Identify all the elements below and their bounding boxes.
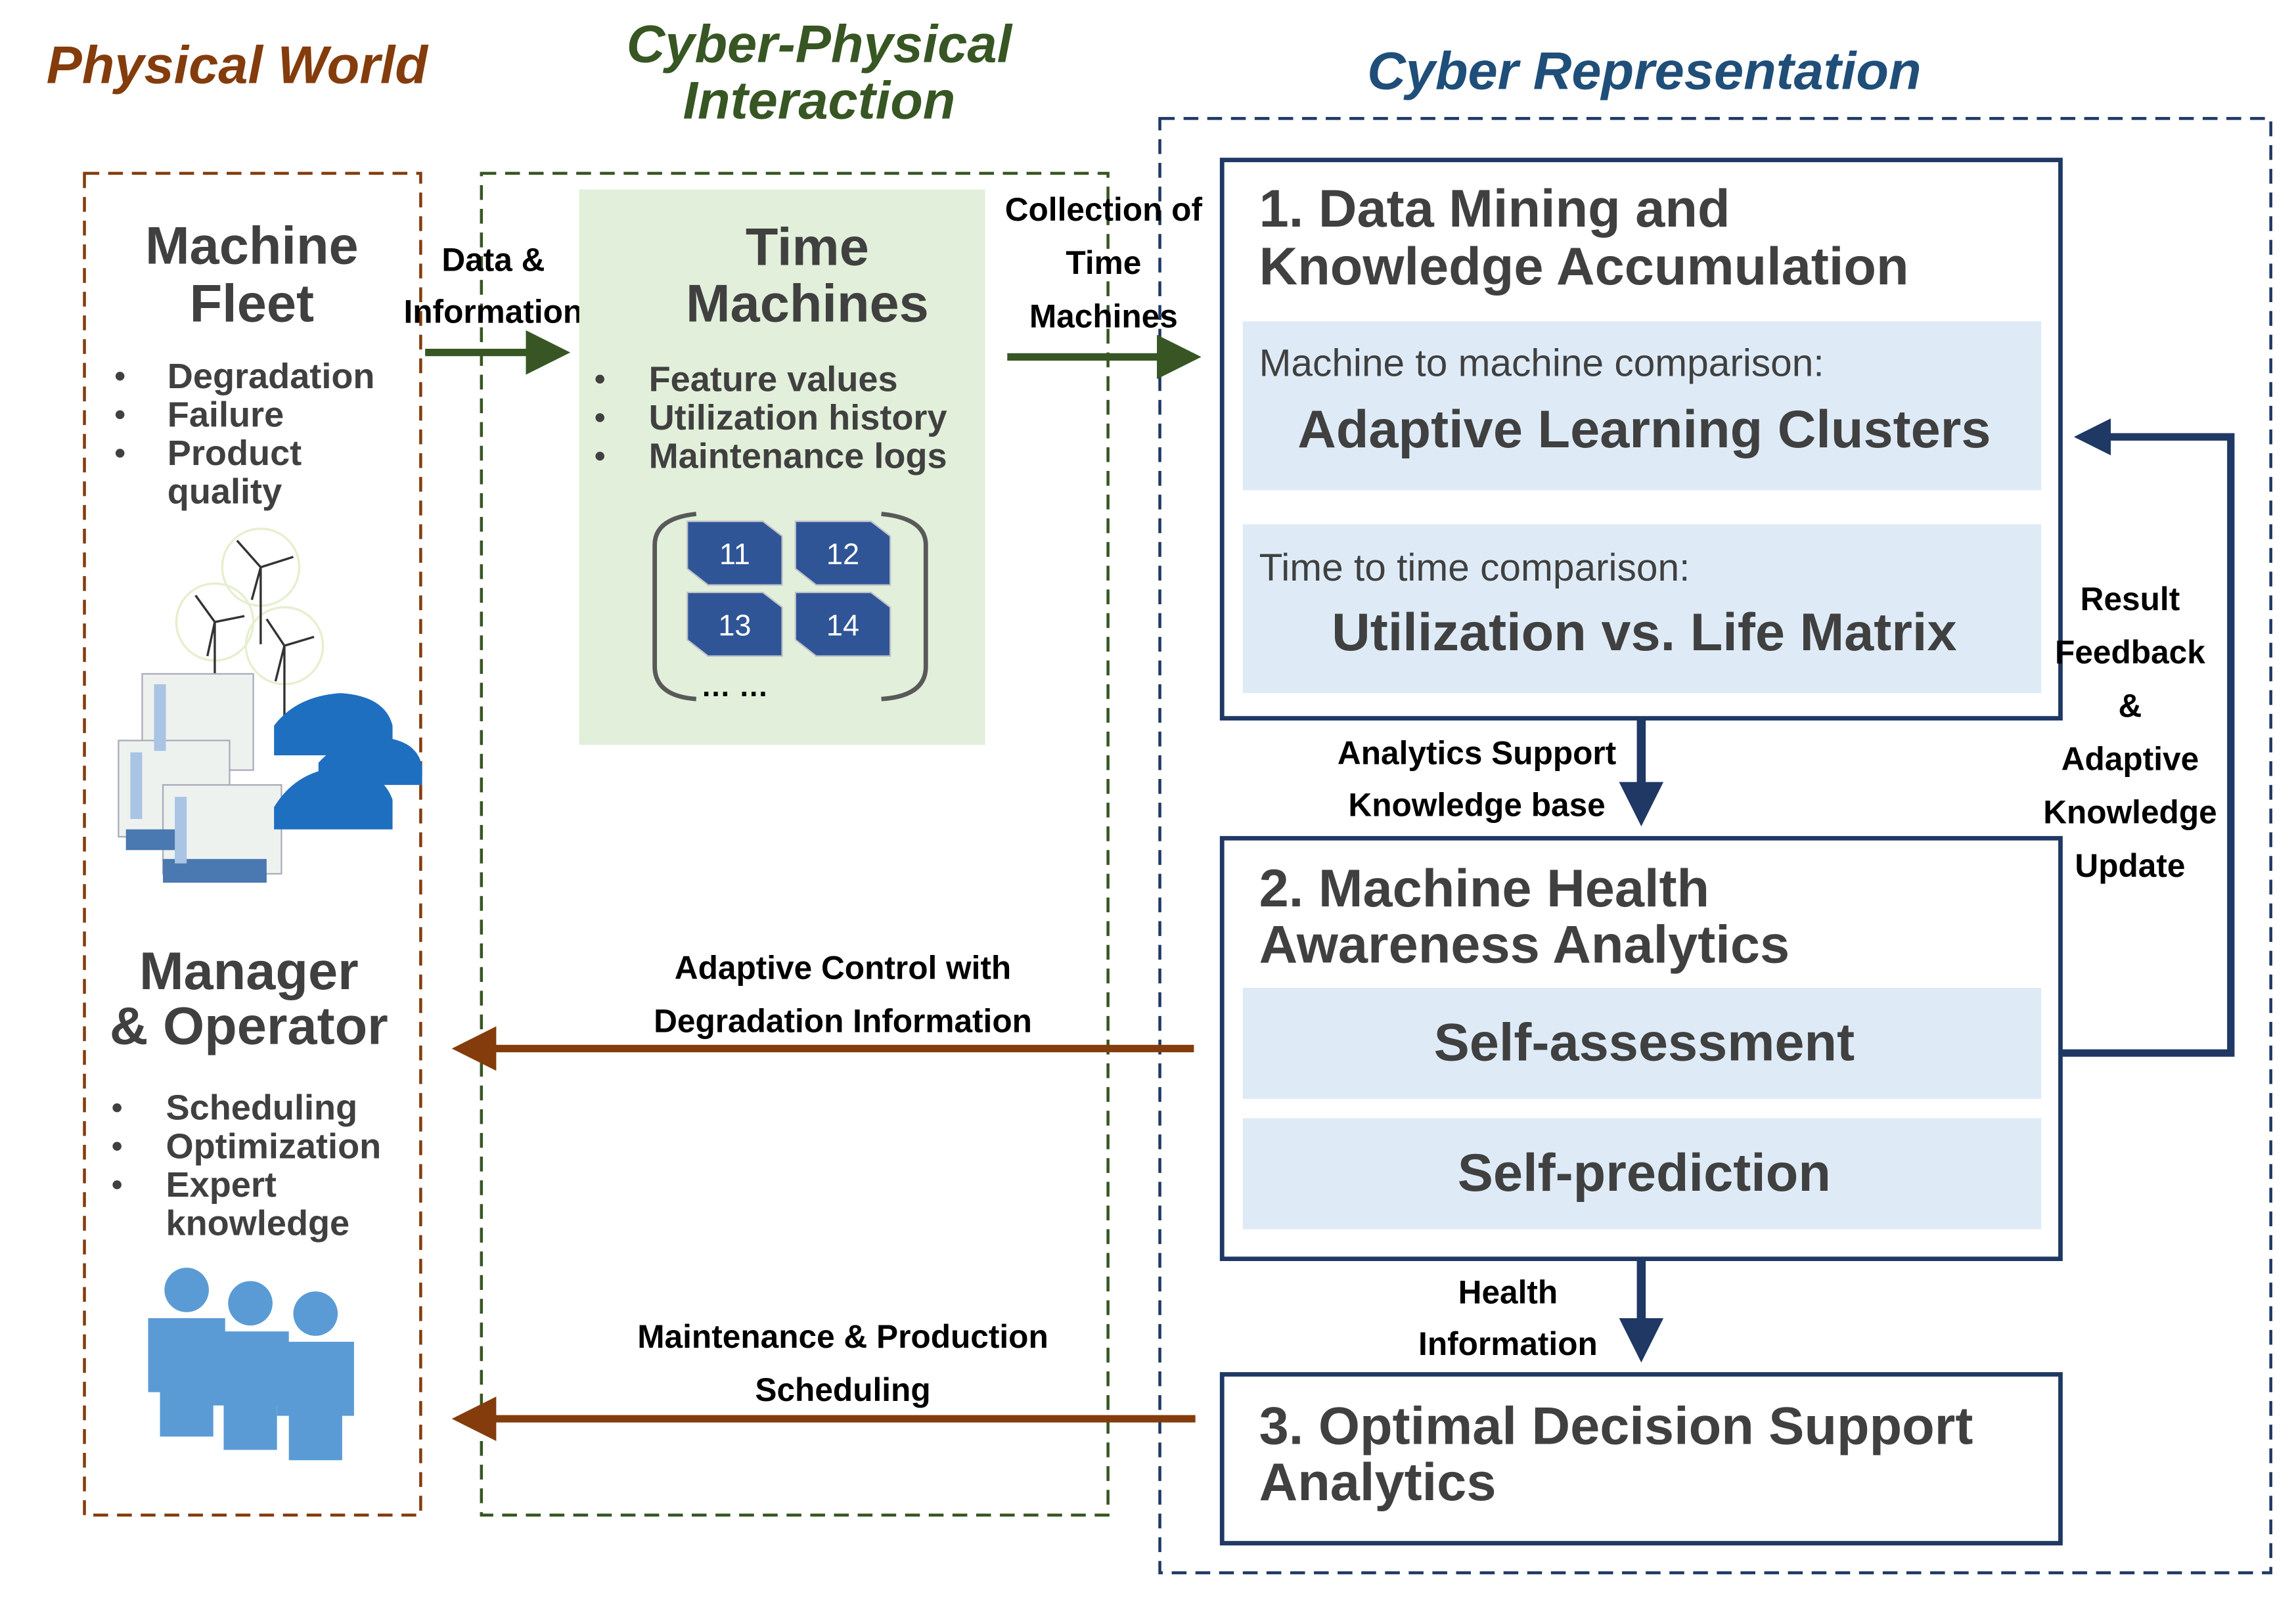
self-prediction: Self-prediction	[1458, 1143, 1831, 1203]
feedback-label-line: Feedback	[2055, 634, 2205, 671]
cyber-representation-region	[1158, 117, 2272, 1574]
m2m-panel	[1242, 321, 2042, 491]
machine-fleet-title-2: Fleet	[190, 274, 314, 333]
machines-windturbines-cars-icon	[118, 527, 422, 883]
fleet-bullet: quality	[168, 472, 282, 512]
tile-label: 14	[826, 608, 859, 642]
time-machines-bullets: Feature values Utilization history Maint…	[595, 359, 947, 476]
feedback-label-line: &	[2119, 687, 2142, 724]
t2t-value: Utilization vs. Life Matrix	[1332, 603, 1957, 662]
time-machines-title-1: Time	[746, 218, 869, 277]
collection-label-3: Machines	[1029, 298, 1178, 334]
feedback-label-line: Result	[2081, 581, 2180, 617]
manager-title-1: Manager	[139, 942, 359, 1001]
box2-title-1: 2. Machine Health	[1259, 859, 1710, 918]
manager-bullets: Scheduling Optimization Expert knowledge	[112, 1088, 381, 1243]
t2t-label: Time to time comparison:	[1259, 546, 1690, 589]
self-assessment-panel	[1242, 987, 2042, 1099]
health-label-1: Health	[1458, 1274, 1558, 1310]
adaptive-control-label-1: Adaptive Control with	[675, 949, 1011, 986]
tile	[794, 520, 891, 586]
fleet-bullet: Degradation	[168, 357, 375, 396]
maintenance-label-1: Maintenance & Production	[637, 1318, 1048, 1355]
fleet-bullet: Failure	[168, 395, 284, 434]
manager-bullet: Expert	[166, 1165, 277, 1205]
self-prediction-panel	[1242, 1118, 2042, 1230]
manager-bullet: knowledge	[166, 1204, 350, 1243]
tile-label: 13	[718, 608, 751, 642]
analytics-label-1: Analytics Support	[1338, 735, 1616, 772]
feedback-label-line: Knowledge	[2043, 794, 2217, 831]
cyber-representation-title: Cyber Representation	[1367, 41, 1921, 100]
m2m-value: Adaptive Learning Clusters	[1297, 400, 1991, 459]
health-label-2: Information	[1418, 1325, 1598, 1362]
self-assessment: Self-assessment	[1434, 1013, 1855, 1072]
feedback-label-line: Update	[2075, 847, 2185, 884]
manager-title-2: & Operator	[110, 997, 388, 1056]
machine-fleet-title-1: Machine	[145, 216, 359, 275]
tile-label: 11	[719, 537, 750, 571]
tile	[687, 520, 783, 586]
ellipsis: … …	[701, 669, 769, 703]
manager-bullet: Optimization	[166, 1126, 382, 1166]
collection-label-1: Collection of	[1005, 191, 1203, 228]
analytics-label-2: Knowledge base	[1348, 786, 1605, 823]
physical-world-region	[83, 171, 422, 1517]
adaptive-control-label-2: Degradation Information	[654, 1003, 1032, 1040]
feedback-arrow	[2060, 418, 2235, 1057]
decision-support-box	[1219, 1372, 2063, 1545]
maintenance-label-2: Scheduling	[755, 1371, 930, 1408]
manager-bullet: Scheduling	[166, 1088, 358, 1128]
time-machine-matrix: 11 12 13 14 … …	[652, 512, 928, 703]
cyber-physical-region	[480, 171, 1110, 1517]
feedback-label-line: Adaptive	[2061, 741, 2199, 778]
time-machine-bullet: Utilization history	[649, 398, 947, 437]
data-information-label-1: Data &	[441, 242, 545, 278]
box3-title-2: Analytics	[1259, 1453, 1497, 1512]
fleet-bullet: Product	[168, 433, 302, 473]
t2t-panel	[1242, 524, 2042, 694]
data-information-label-2: Information	[403, 294, 583, 330]
box2-title-2: Awareness Analytics	[1259, 916, 1790, 975]
people-group-icon	[148, 1268, 354, 1461]
box1-title-1: 1. Data Mining and	[1259, 179, 1730, 238]
physical-world-title: Physical World	[47, 35, 429, 95]
box3-title-1: 3. Optimal Decision Support	[1259, 1396, 1973, 1455]
cyber-physical-title-line1: Cyber-Physical	[627, 15, 1013, 74]
collection-label-2: Time	[1066, 244, 1141, 281]
m2m-label: Machine to machine comparison:	[1259, 342, 1824, 385]
fleet-bullets: Degradation Failure Product quality	[115, 357, 375, 512]
time-machines-title-2: Machines	[686, 274, 929, 333]
time-machine-bullet: Feature values	[649, 359, 898, 399]
tile-label: 12	[826, 537, 859, 571]
box1-title-2: Knowledge Accumulation	[1259, 237, 1909, 296]
tile	[794, 591, 891, 657]
tile	[687, 591, 783, 657]
cyber-physical-title-line2: Interaction	[683, 71, 955, 130]
feedback-label: Result Feedback & Adaptive Knowledge Upd…	[2043, 581, 2217, 884]
time-machine-bullet: Maintenance logs	[649, 437, 947, 476]
